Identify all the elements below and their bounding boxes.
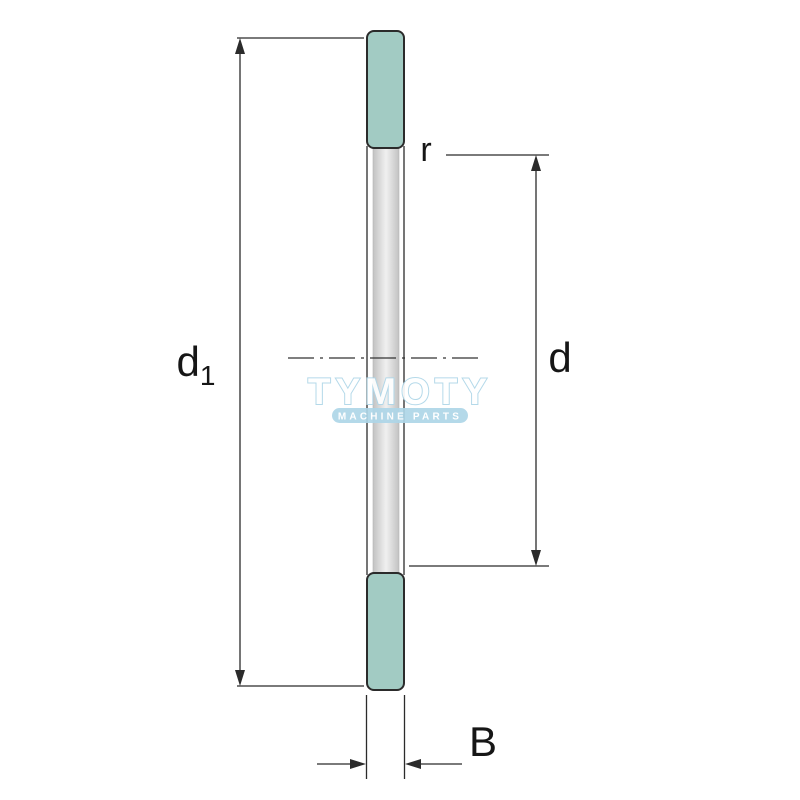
dimension-B: B xyxy=(317,695,497,779)
watermark: TYMOTY MACHINE PARTS xyxy=(307,370,492,423)
d-arrow-up xyxy=(531,155,541,171)
dimension-d: d xyxy=(409,154,572,567)
label-d: d xyxy=(548,334,571,381)
washer-body xyxy=(366,30,405,691)
d1-arrow-down xyxy=(235,670,245,686)
washer-top-section xyxy=(366,30,405,149)
watermark-tagline-bar xyxy=(332,408,468,423)
label-r: r xyxy=(420,131,431,169)
B-arrow-left xyxy=(405,759,421,769)
d-arrow-down xyxy=(531,550,541,566)
watermark-tagline-text: MACHINE PARTS xyxy=(338,412,462,423)
label-d1: d1 xyxy=(177,338,216,391)
B-arrow-right xyxy=(350,759,366,769)
dimension-d1: d1 xyxy=(177,37,364,687)
watermark-brand-text: TYMOTY xyxy=(308,371,492,412)
label-B: B xyxy=(469,718,497,765)
d1-arrow-up xyxy=(235,38,245,54)
washer-bore-band xyxy=(372,147,400,574)
washer-bottom-section xyxy=(366,572,405,691)
